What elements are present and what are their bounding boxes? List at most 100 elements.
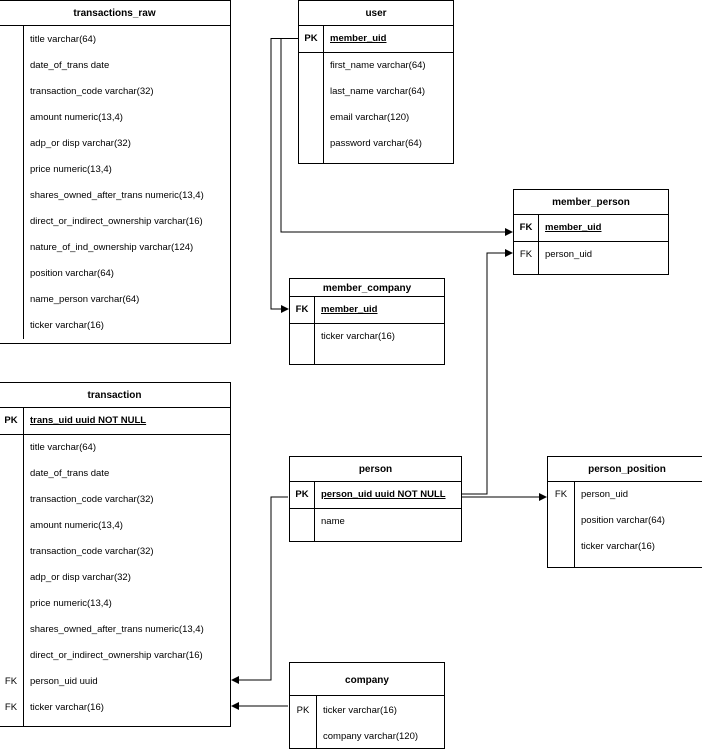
table-row: FK member_uid <box>514 215 668 241</box>
table-row: date_of_trans date <box>0 461 230 487</box>
field-label: member_uid <box>321 304 378 315</box>
field-label: ticker varchar(16) <box>321 331 395 342</box>
table-title: person <box>290 457 461 482</box>
field-section: PK ticker varchar(16) company varchar(120… <box>290 696 444 748</box>
table-row: ticker varchar(16) <box>290 324 444 350</box>
table-row: transaction_code varchar(32) <box>0 487 230 513</box>
table-row: date_of_trans date <box>0 53 230 79</box>
table-title: transactions_raw <box>0 1 230 26</box>
table-row: password varchar(64) <box>299 131 453 157</box>
field-label: transaction_code varchar(32) <box>30 86 154 97</box>
field-section: FK person_uid position varchar(64) ticker… <box>548 482 702 567</box>
table-row: name_person varchar(64) <box>0 287 230 313</box>
table-row: PK trans_uid uuid NOT NULL <box>0 408 230 434</box>
key-label: FK <box>4 676 18 687</box>
table-row: ticker varchar(16) <box>0 313 230 339</box>
table-row: adp_or disp varchar(32) <box>0 131 230 157</box>
table-title: user <box>299 1 453 26</box>
key-label: FK <box>554 489 568 500</box>
table-row: PK person_uid uuid NOT NULL <box>290 482 461 508</box>
table-row: transaction_code varchar(32) <box>0 79 230 105</box>
table-title: company <box>290 663 444 696</box>
field-label: ticker varchar(16) <box>581 541 655 552</box>
field-label: direct_or_indirect_ownership varchar(16) <box>30 216 203 227</box>
table-row: ticker varchar(16) <box>548 534 702 560</box>
field-label: last_name varchar(64) <box>330 86 426 97</box>
table-person-position[interactable]: person_position FK person_uid position va… <box>547 456 702 568</box>
key-label: PK <box>304 33 318 44</box>
field-section: FK person_uid <box>514 242 668 274</box>
field-label: adp_or disp varchar(32) <box>30 572 131 583</box>
field-label: ticker varchar(16) <box>30 702 104 713</box>
table-row: FK person_uid <box>514 242 668 268</box>
key-label: FK <box>519 222 533 233</box>
field-label: member_uid <box>545 222 602 233</box>
field-label: nature_of_ind_ownership varchar(124) <box>30 242 194 253</box>
key-label: PK <box>295 489 309 500</box>
field-label: transaction_code varchar(32) <box>30 546 154 557</box>
edge-person-to-transaction <box>231 496 288 684</box>
table-user[interactable]: user PK member_uid first_name varchar(64)… <box>298 0 454 164</box>
table-row: adp_or disp varchar(32) <box>0 565 230 591</box>
field-label: date_of_trans date <box>30 60 110 71</box>
key-label: PK <box>4 415 18 426</box>
field-label: person_uid <box>581 489 629 500</box>
table-row: price numeric(13,4) <box>0 591 230 617</box>
table-row: PK member_uid <box>299 26 453 52</box>
field-label: title varchar(64) <box>30 34 96 45</box>
table-row: direct_or_indirect_ownership varchar(16) <box>0 209 230 235</box>
table-company[interactable]: company PK ticker varchar(16) company var… <box>289 662 445 749</box>
field-section: title varchar(64) date_of_trans date tra… <box>0 26 230 339</box>
key-label: FK <box>519 249 533 260</box>
table-row: transaction_code varchar(32) <box>0 539 230 565</box>
table-title: member_company <box>290 279 444 297</box>
table-row: price numeric(13,4) <box>0 157 230 183</box>
field-label: name <box>321 516 345 527</box>
table-row: position varchar(64) <box>0 261 230 287</box>
field-label: adp_or disp varchar(32) <box>30 138 131 149</box>
table-row: direct_or_indirect_ownership varchar(16) <box>0 643 230 669</box>
field-label: amount numeric(13,4) <box>30 520 123 531</box>
table-person[interactable]: person PK person_uid uuid NOT NULL name <box>289 456 462 542</box>
field-label: date_of_trans date <box>30 468 110 479</box>
field-section: ticker varchar(16) <box>290 324 444 364</box>
table-title: transaction <box>0 383 230 408</box>
table-row: amount numeric(13,4) <box>0 513 230 539</box>
field-label: email varchar(120) <box>330 112 410 123</box>
field-section: name <box>290 509 461 542</box>
table-transactions-raw[interactable]: transactions_raw title varchar(64) date_… <box>0 0 231 344</box>
field-label: amount numeric(13,4) <box>30 112 123 123</box>
table-title: person_position <box>548 457 702 482</box>
table-row: title varchar(64) <box>0 27 230 53</box>
field-section: first_name varchar(64) last_name varchar… <box>299 53 453 164</box>
field-label: member_uid <box>330 33 387 44</box>
table-row: FK person_uid <box>548 482 702 508</box>
field-section: title varchar(64) date_of_trans date tra… <box>0 435 230 727</box>
field-label: shares_owned_after_trans numeric(13,4) <box>30 624 204 635</box>
field-label: ticker varchar(16) <box>323 705 397 716</box>
field-label: first_name varchar(64) <box>330 60 426 71</box>
edge-person-to-member-person <box>461 249 513 495</box>
table-row: last_name varchar(64) <box>299 79 453 105</box>
field-label: position varchar(64) <box>581 515 665 526</box>
pk-section: PK person_uid uuid NOT NULL <box>290 482 461 509</box>
field-label: price numeric(13,4) <box>30 164 112 175</box>
table-row: shares_owned_after_trans numeric(13,4) <box>0 617 230 643</box>
table-member-person[interactable]: member_person FK member_uid FK person_uid <box>513 189 669 275</box>
field-label: person_uid <box>545 249 593 260</box>
field-label: company varchar(120) <box>323 731 419 742</box>
field-label: shares_owned_after_trans numeric(13,4) <box>30 190 204 201</box>
field-label: price numeric(13,4) <box>30 598 112 609</box>
key-label: PK <box>296 705 310 716</box>
table-row: name <box>290 509 461 535</box>
table-transaction[interactable]: transaction PK trans_uid uuid NOT NULL ti… <box>0 382 231 727</box>
table-row: amount numeric(13,4) <box>0 105 230 131</box>
field-label: trans_uid uuid NOT NULL <box>30 415 147 426</box>
field-label: person_uid uuid NOT NULL <box>321 489 446 500</box>
table-title: member_person <box>514 190 668 215</box>
